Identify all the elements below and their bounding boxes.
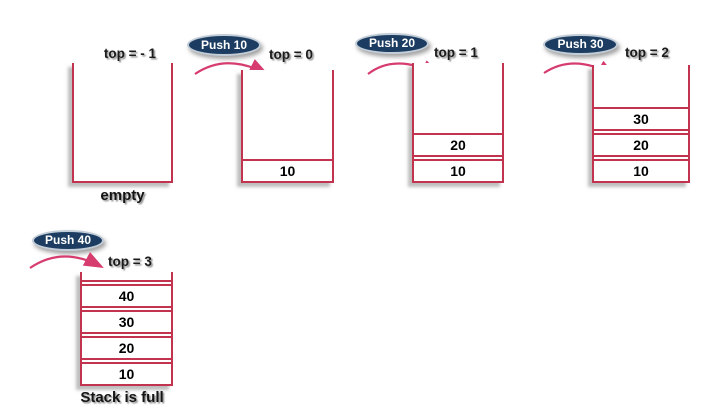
stack-cell: 10 xyxy=(412,159,504,183)
stack-cell: 10 xyxy=(592,159,690,183)
push-arrow-icon xyxy=(29,252,104,269)
push-30-label: Push 30 xyxy=(557,37,604,51)
top-pointer-label-3: top = 3 xyxy=(108,254,152,269)
push-40-label: Push 40 xyxy=(44,233,92,247)
stack-box-two-items: 20 10 xyxy=(412,63,504,183)
stack-box-full: 40 30 20 10 xyxy=(80,272,173,386)
push-30-badge: Push 30 xyxy=(543,34,618,55)
push-10-badge: Push 10 xyxy=(187,34,261,56)
stack-cell: 20 xyxy=(592,133,690,157)
stack-cell: 30 xyxy=(592,107,690,131)
stack-box-empty xyxy=(72,63,173,183)
push-20-badge: Push 20 xyxy=(355,33,429,54)
top-pointer-label-empty: top = - 1 xyxy=(103,46,157,61)
top-pointer-label-2: top = 2 xyxy=(625,45,669,60)
stack-cell: 40 xyxy=(80,284,173,308)
top-pointer-label-0: top = 0 xyxy=(269,47,313,62)
push-arrow-icon xyxy=(194,59,269,76)
stack-box-one-item: 10 xyxy=(241,70,334,183)
stack-cell: 10 xyxy=(241,159,334,183)
stack-cell: 10 xyxy=(80,362,173,386)
top-pointer-label-1: top = 1 xyxy=(434,45,478,60)
empty-caption: empty xyxy=(100,187,145,204)
stack-cell: 20 xyxy=(412,133,504,157)
push-10-label: Push 10 xyxy=(200,38,248,52)
stack-cell: 20 xyxy=(80,336,173,360)
stack-rim-line xyxy=(80,280,173,282)
push-20-label: Push 20 xyxy=(368,36,416,50)
stack-box-three-items: 30 20 10 xyxy=(592,65,690,183)
push-40-badge: Push 40 xyxy=(32,230,104,251)
stack-cell: 30 xyxy=(80,310,173,334)
stack-full-caption: Stack is full xyxy=(80,389,164,406)
